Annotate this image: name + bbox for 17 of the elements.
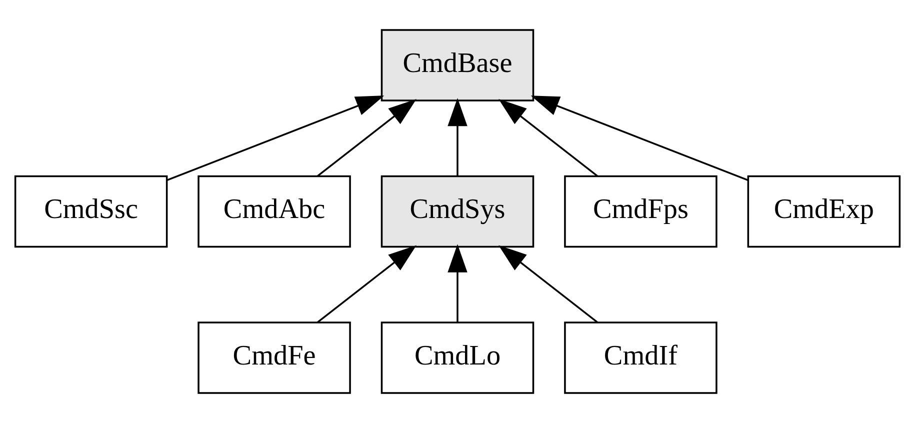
arrow (448, 244, 468, 322)
node-box: CmdLo (380, 321, 534, 394)
node-box: CmdFps (564, 174, 718, 248)
node-box: CmdFe (198, 321, 351, 394)
arrow (166, 95, 384, 180)
arrow (530, 95, 748, 180)
node-box: CmdSsc (14, 174, 168, 248)
arrow (498, 244, 598, 322)
arrow (317, 244, 416, 322)
node-box: CmdBase (380, 28, 534, 101)
arrow (498, 98, 598, 176)
node-box: CmdSys (380, 174, 534, 248)
node-box: CmdExp (747, 174, 901, 248)
arrow (317, 98, 416, 176)
node-box: CmdAbc (198, 174, 351, 248)
node-box: CmdIf (564, 321, 718, 394)
arrow (448, 97, 468, 176)
